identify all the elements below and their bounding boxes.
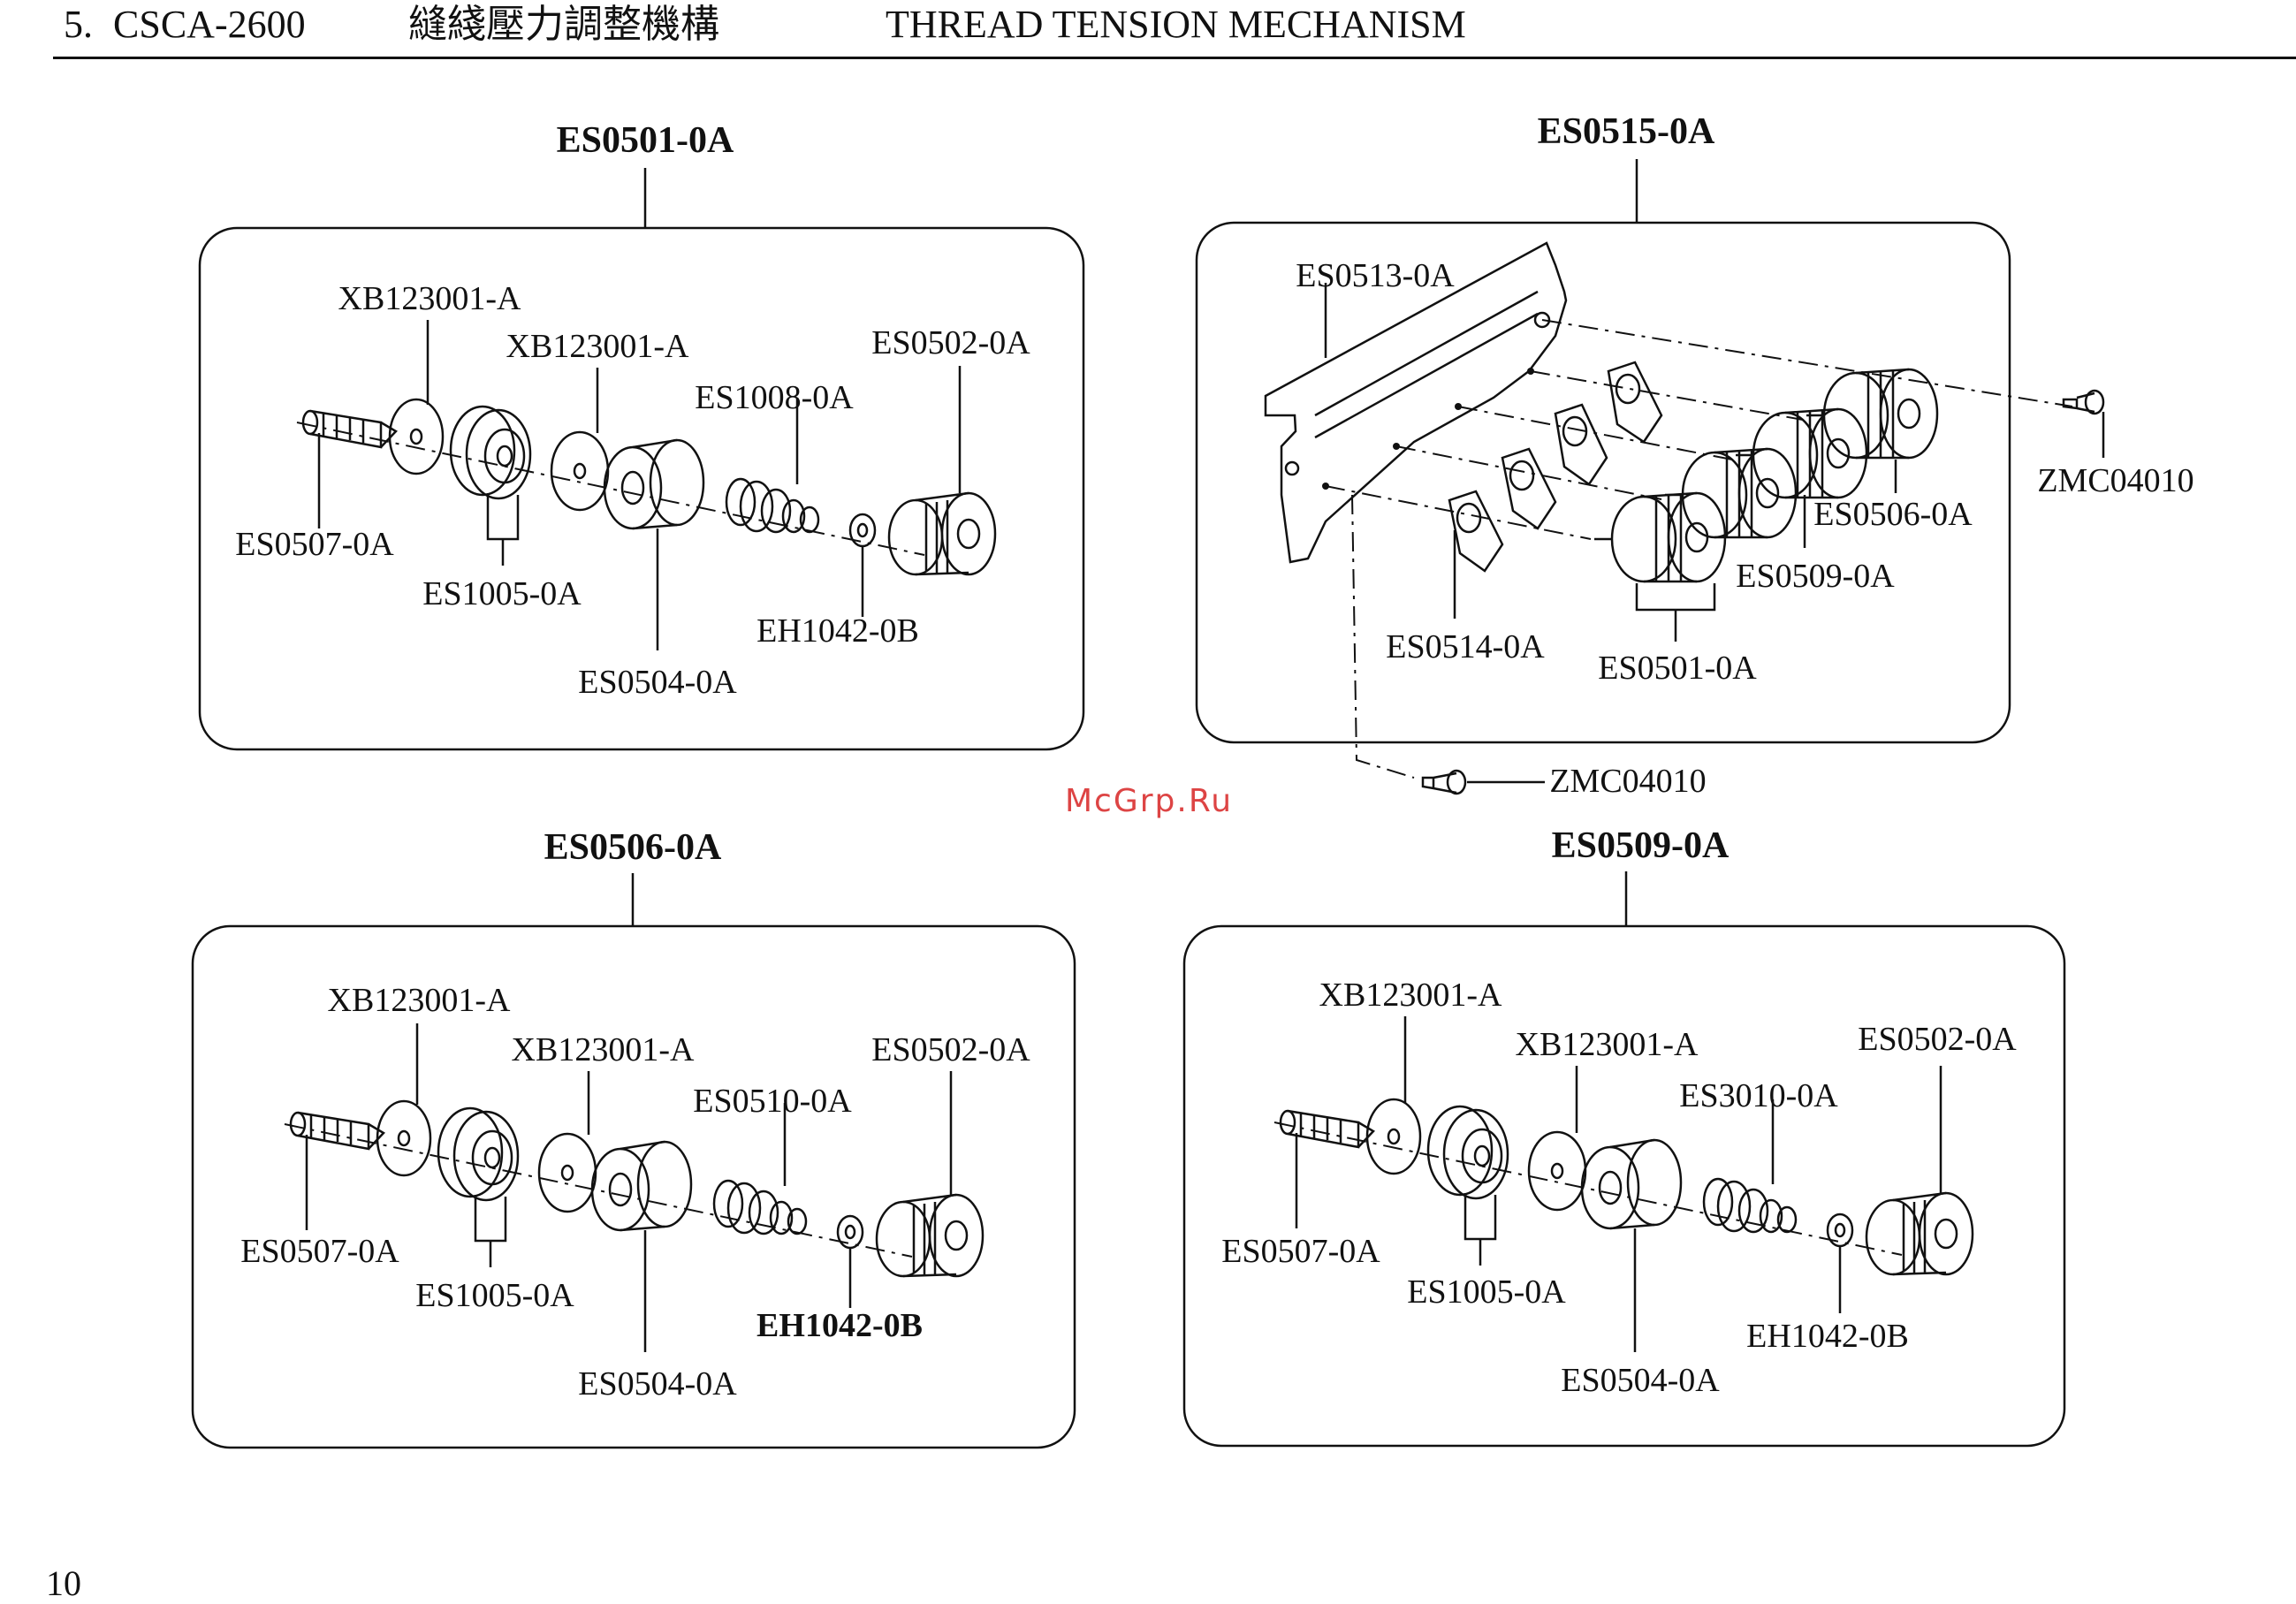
panel-1-label-spring: ES1008-0A <box>695 379 854 416</box>
panel-2-label-knob-a: ES0506-0A <box>1813 496 1973 533</box>
panel-4-label-spring: ES3010-0A <box>1679 1077 1838 1114</box>
panel-3-label-washer-a: XB123001-A <box>328 982 511 1019</box>
panel-1-label-discs: ES1005-0A <box>422 575 582 612</box>
panel-4-title: ES0509-0A <box>1552 825 1730 866</box>
panel-3-label-nut: EH1042-0B <box>756 1307 923 1344</box>
panel-2-label-plate: ES0513-0A <box>1296 257 1455 294</box>
panel-2-label-knob-c: ES0501-0A <box>1598 650 1757 687</box>
panel-2-label-knob-b: ES0509-0A <box>1736 558 1895 595</box>
panel-2-title: ES0515-0A <box>1538 111 1715 152</box>
model-name: CSCA-2600 <box>113 3 306 46</box>
panel-2-label-bracket: ES0514-0A <box>1386 628 1545 665</box>
panel-1-label-washer-a: XB123001-A <box>338 280 521 317</box>
panel-1-label-nut: EH1042-0B <box>756 612 919 650</box>
panel-3-frame <box>191 924 1076 1449</box>
panel-2-label-screw-bottom: ZMC04010 <box>1549 763 1706 800</box>
panel-4-label-stud: ES0507-0A <box>1221 1233 1380 1270</box>
panel-4-label-washer-b: XB123001-A <box>1516 1026 1699 1063</box>
panel-1-title: ES0501-0A <box>557 120 734 161</box>
panel-3-title: ES0506-0A <box>544 827 722 868</box>
panel-1-label-washer-b: XB123001-A <box>506 328 689 365</box>
page-number: 10 <box>46 1563 81 1603</box>
panel-1-assembly <box>295 320 997 650</box>
panel-1-label-knob: ES0502-0A <box>871 324 1030 361</box>
panel-2-assembly <box>1264 241 2105 795</box>
panel-4-label-nut: EH1042-0B <box>1746 1318 1909 1355</box>
panel-4-label-washer-a: XB123001-A <box>1319 977 1502 1014</box>
panel-3-label-spring: ES0510-0A <box>693 1083 852 1120</box>
panel-3-label-stud: ES0507-0A <box>240 1233 399 1270</box>
panel-4-assembly <box>1273 1016 1974 1352</box>
panel-3-label-cup: ES0504-0A <box>578 1365 737 1403</box>
section-number: 5. <box>64 3 93 46</box>
panel-4-label-discs: ES1005-0A <box>1407 1273 1566 1311</box>
panel-4-label-knob: ES0502-0A <box>1858 1021 2017 1058</box>
panel-4-frame <box>1182 924 2066 1448</box>
panel-3-assembly <box>283 1023 985 1352</box>
panel-3-label-discs: ES1005-0A <box>415 1277 574 1314</box>
panel-4-label-cup: ES0504-0A <box>1561 1362 1720 1399</box>
panel-3-label-knob: ES0502-0A <box>871 1031 1030 1068</box>
panel-2-frame <box>1195 221 2011 744</box>
panel-1-label-stud: ES0507-0A <box>235 526 394 563</box>
panel-1-frame <box>198 226 1085 751</box>
panel-2-label-screw-right: ZMC04010 <box>2037 462 2193 499</box>
panel-3-label-washer-b: XB123001-A <box>512 1031 695 1068</box>
header-rule <box>53 57 2296 59</box>
watermark: McGrp.Ru <box>1065 783 1234 819</box>
panel-1-label-cup: ES0504-0A <box>578 664 737 701</box>
title-english: THREAD TENSION MECHANISM <box>886 3 1466 46</box>
title-chinese: 縫綫壓力調整機構 <box>408 3 719 46</box>
